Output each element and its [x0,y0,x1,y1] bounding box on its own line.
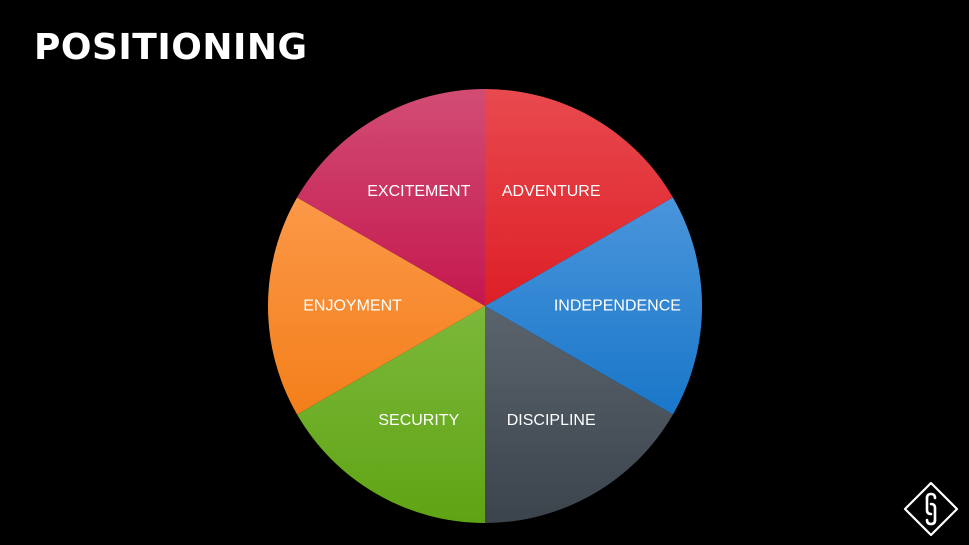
pie-slices [267,89,703,523]
pie-label-excitement: EXCITEMENT [367,183,470,200]
pie-slice-adventure [485,89,673,306]
chain-link-diamond-icon [903,481,959,537]
pie-slice-independence [485,197,703,415]
pie-slice-discipline [485,306,673,523]
pie-slice-excitement [297,89,485,306]
slide-title: POSITIONING [34,27,308,68]
pie-slice-security [297,306,485,523]
pie-label-adventure: ADVENTURE [502,183,601,200]
pie-labels: ADVENTURE INDEPENDENCE DISCIPLINE SECURITY E… [303,183,681,429]
pie-slice-enjoyment [267,197,485,415]
pie-label-enjoyment: ENJOYMENT [303,298,402,315]
pie-label-independence: INDEPENDENCE [554,298,681,315]
pie-label-security: SECURITY [378,412,459,429]
pie-label-discipline: DISCIPLINE [507,412,596,429]
